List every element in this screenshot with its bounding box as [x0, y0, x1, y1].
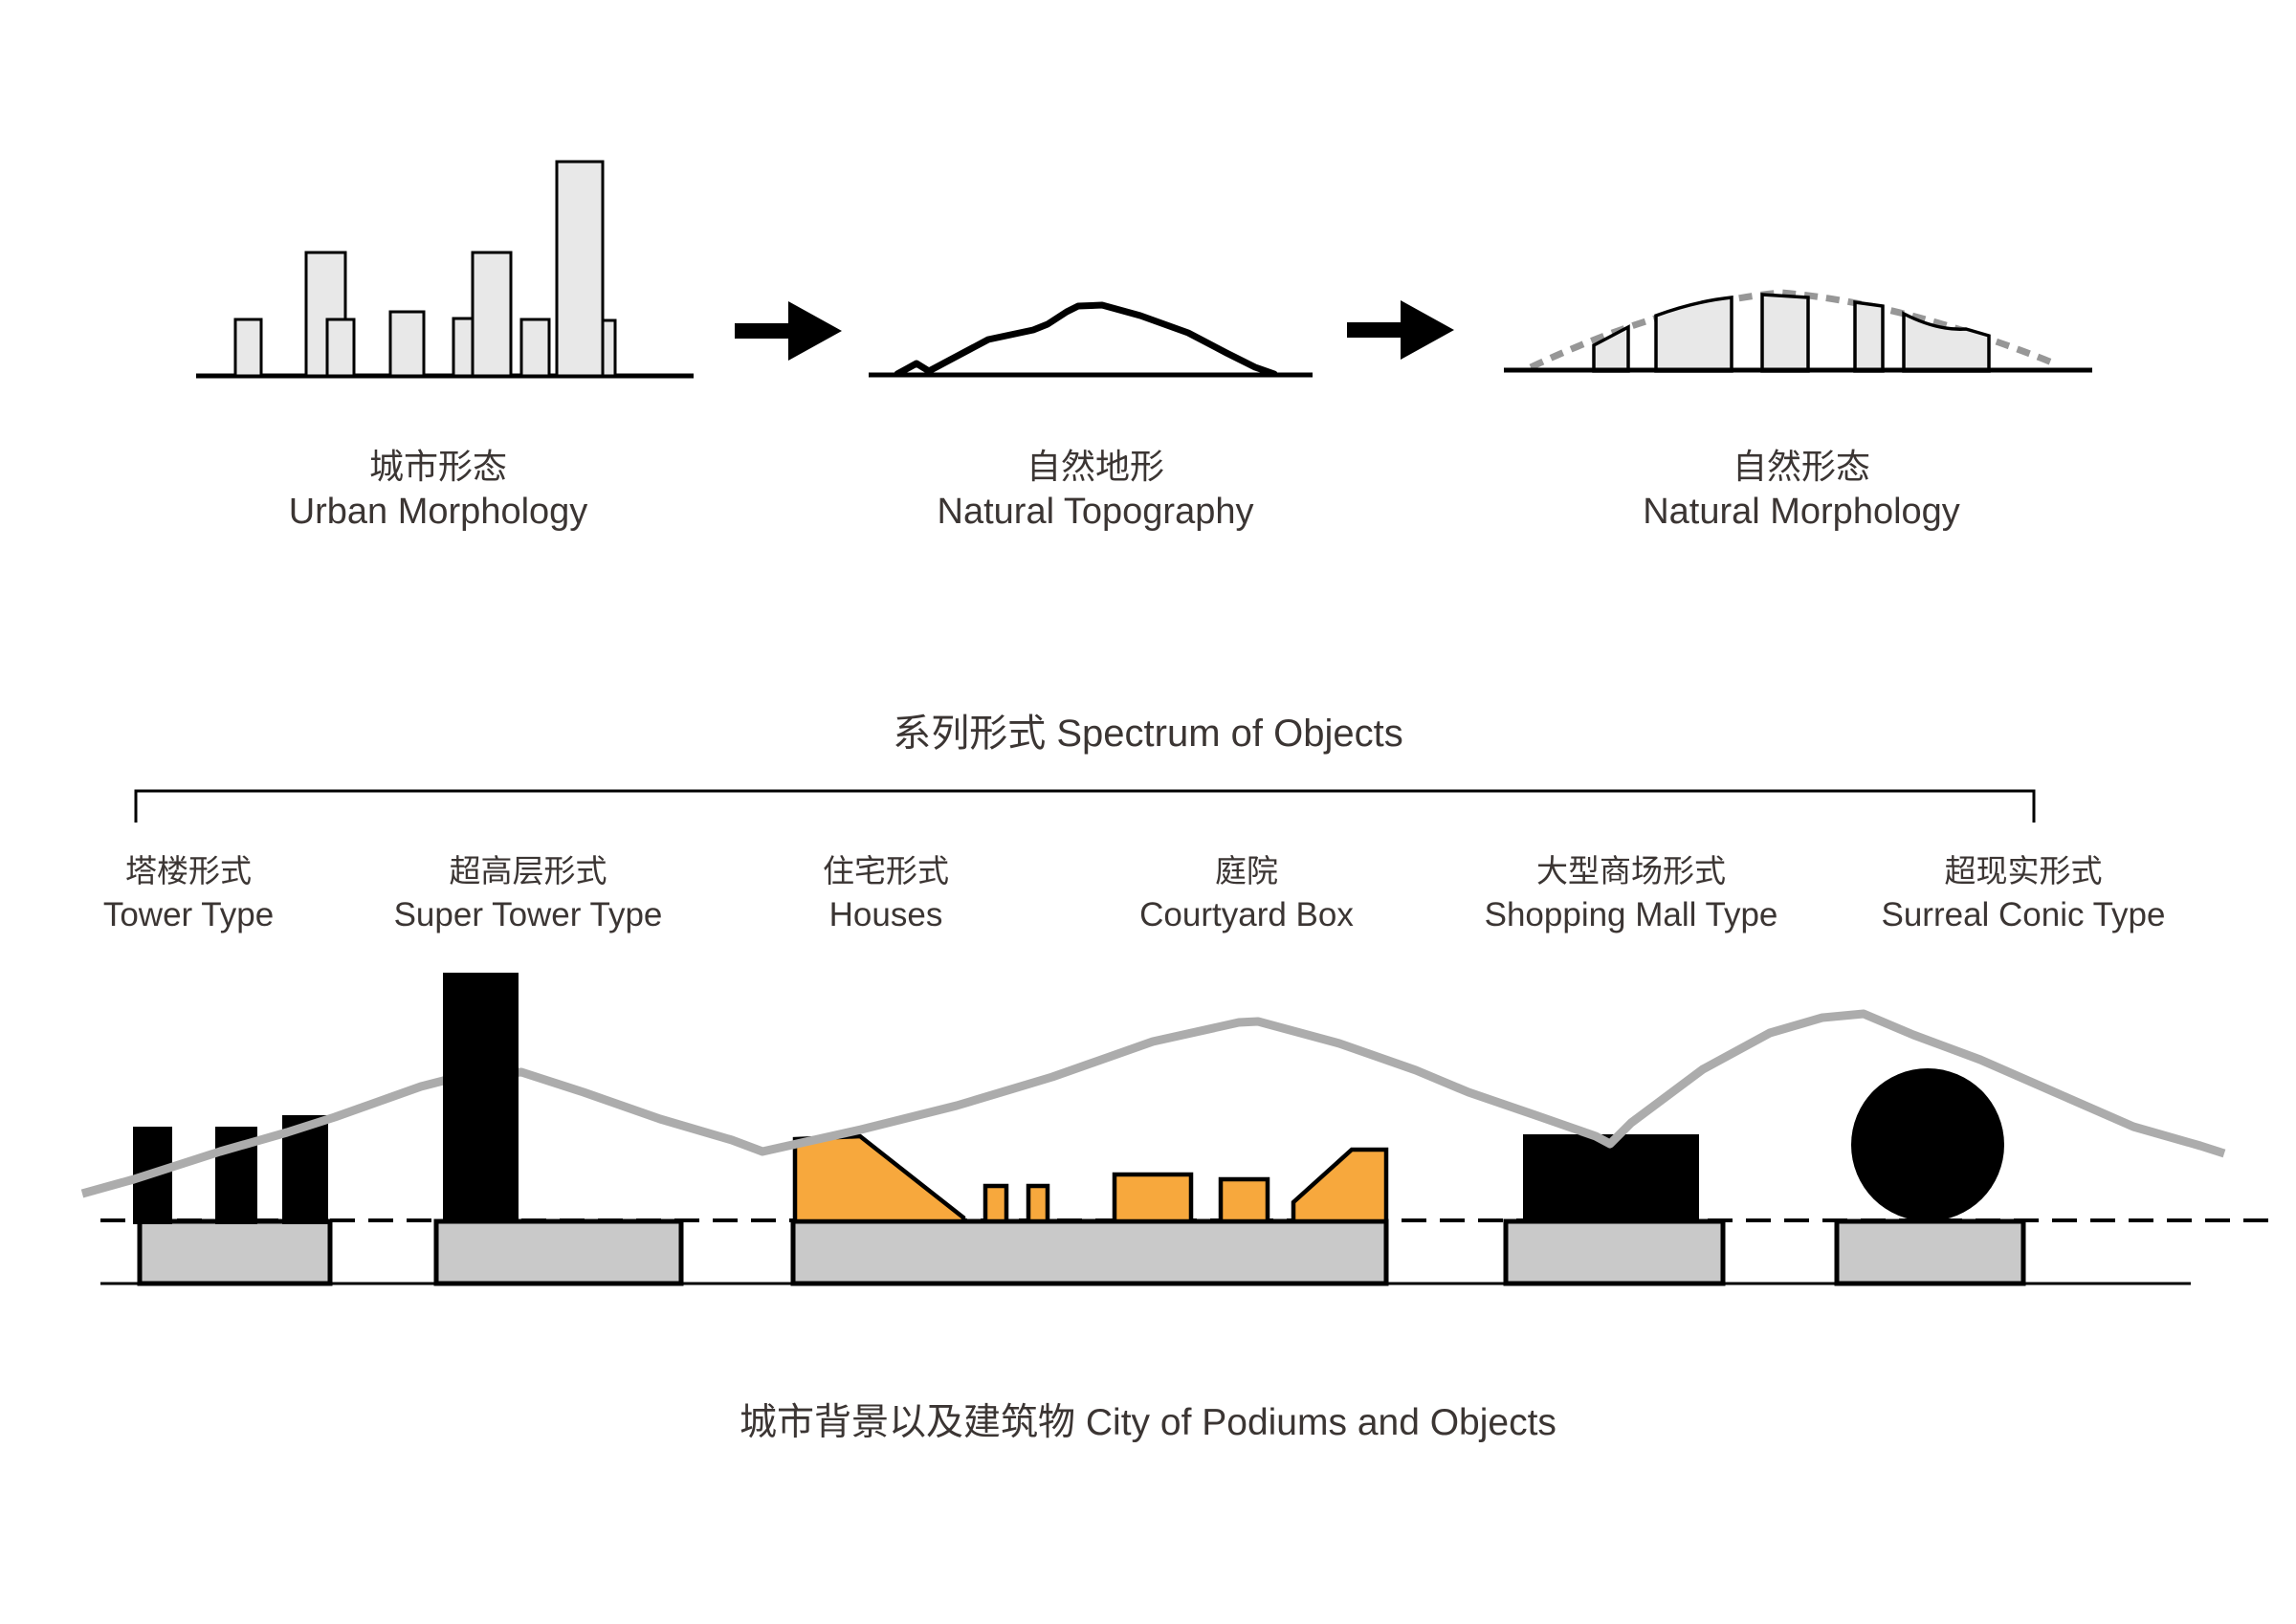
- flow-arrow-icon: [1347, 300, 1454, 360]
- podium-block: [1834, 1218, 2026, 1286]
- type-label-cn-5: 超现实形式: [1945, 853, 2103, 889]
- morphology-label-en: Natural Morphology: [1643, 492, 1960, 532]
- type-label-cn-3: 庭院: [1215, 853, 1278, 889]
- type-label-cn-1: 超高层形式: [450, 853, 607, 889]
- type-label-en-3: Courtyard Box: [1139, 896, 1354, 933]
- urban-building-bar: [325, 318, 356, 378]
- urban-building-bar: [233, 318, 263, 378]
- morphology-building: [1654, 296, 1733, 373]
- urban-label-cn: 城市形态: [369, 447, 507, 486]
- house-courtyard-object: [792, 1133, 966, 1224]
- urban-building-bar: [555, 160, 605, 378]
- house-courtyard-object: [982, 1183, 1009, 1224]
- house-courtyard-object: [1026, 1183, 1050, 1224]
- urban-building-bar: [388, 310, 426, 378]
- house-courtyard-object: [1112, 1172, 1194, 1224]
- type-label-en-1: Super Tower Type: [394, 896, 663, 933]
- podium-block: [137, 1218, 333, 1286]
- type-label-cn-0: 塔楼形式: [125, 853, 252, 889]
- house-courtyard-object: [1291, 1147, 1389, 1224]
- type-label-en-2: Houses: [829, 896, 943, 933]
- type-label-en-5: Surreal Conic Type: [1881, 896, 2165, 933]
- topography-label-cn: 自然地形: [1027, 447, 1164, 486]
- super-tower-object: [443, 973, 519, 1223]
- morphology-building: [1853, 299, 1885, 373]
- topography-label-en: Natural Topography: [938, 492, 1254, 532]
- spectrum-bracket: [134, 789, 2036, 823]
- type-label-cn-4: 大型商场形式: [1536, 853, 1726, 889]
- morphology-label-cn: 自然形态: [1733, 447, 1870, 486]
- city-caption: 城市背景以及建筑物 City of Podiums and Objects: [740, 1402, 1556, 1443]
- urban-building-bar: [519, 318, 551, 378]
- spectrum-title: 系列形式 Spectrum of Objects: [893, 713, 1402, 755]
- morphology-building: [1902, 311, 1991, 373]
- type-label-en-0: Tower Type: [103, 896, 274, 933]
- podium-block: [790, 1218, 1389, 1286]
- topography-ridge-line: [894, 301, 1278, 378]
- house-courtyard-object: [1218, 1176, 1270, 1224]
- urban-label-en: Urban Morphology: [289, 492, 588, 532]
- type-label-cn-2: 住宅形式: [823, 853, 949, 889]
- podium-block: [1503, 1218, 1726, 1286]
- flow-arrow-icon: [735, 301, 842, 361]
- surreal-sphere-object: [1851, 1068, 2004, 1221]
- type-label-en-4: Shopping Mall Type: [1485, 896, 1778, 933]
- morphology-building: [1760, 293, 1810, 373]
- morphology-building: [1592, 324, 1630, 373]
- urban-building-bar: [471, 251, 513, 378]
- shopping-mall-object: [1523, 1134, 1699, 1223]
- podium-block: [433, 1218, 684, 1286]
